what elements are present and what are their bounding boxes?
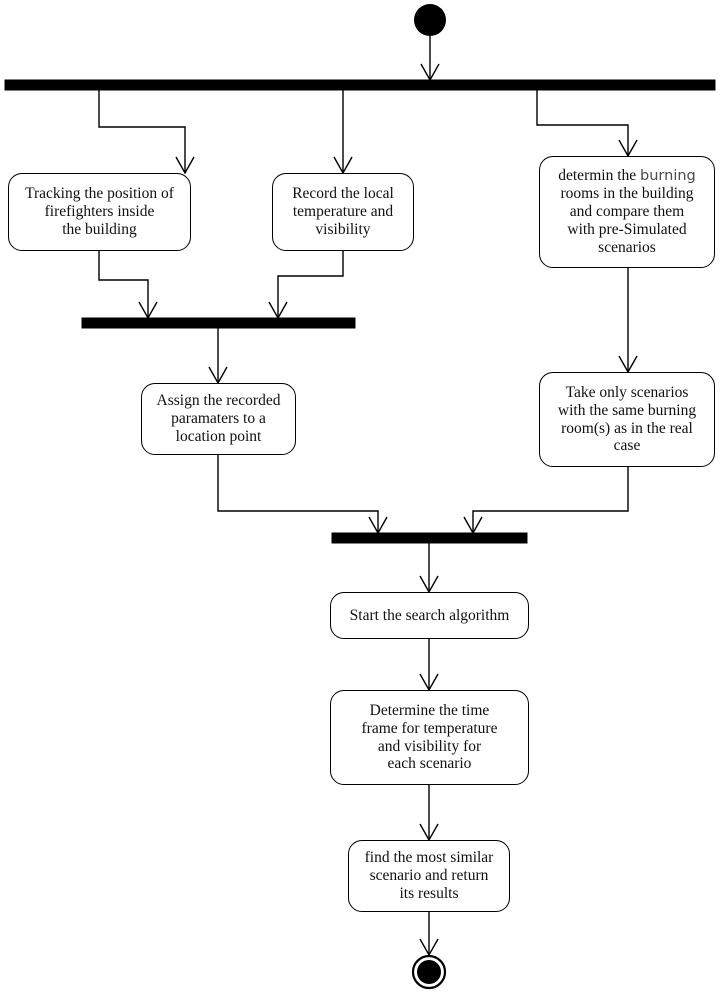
activity-take-scenarios[interactable]: Take only scenarios with the same burnin…	[539, 372, 715, 467]
join-bar-center	[331, 532, 528, 544]
edge-take-scenarios-to-join-center	[472, 467, 629, 533]
initial-node	[414, 4, 446, 36]
edge-fork-to-determine-burning	[536, 90, 629, 156]
activity-start-search-algorithm[interactable]: Start the search algorithm	[330, 592, 529, 639]
final-node	[417, 960, 441, 984]
edge-assign-to-join-center	[217, 455, 379, 533]
determine-burning-part-1: determin the	[558, 167, 641, 185]
activity-tracking-position[interactable]: Tracking the position of firefighters in…	[8, 173, 191, 251]
activity-assign-parameters-label: Assign the recorded paramaters to a loca…	[156, 392, 281, 445]
determine-burning-part-2-burning: burning	[640, 168, 696, 185]
edge-fork-to-track-position	[98, 90, 186, 173]
activity-determine-burning-rooms-label: determin the burning rooms in the buildi…	[558, 167, 696, 257]
activity-start-search-algorithm-label: Start the search algorithm	[349, 606, 510, 624]
activity-determine-time-frame-label: Determine the time frame for temperature…	[361, 701, 498, 773]
edge-record-local-to-join-left	[277, 251, 344, 318]
join-bar-left	[81, 317, 356, 329]
activity-find-most-similar[interactable]: find the most similar scenario and retur…	[348, 840, 510, 912]
edge-track-position-to-join-left	[98, 251, 149, 318]
activity-take-scenarios-label: Take only scenarios with the same burnin…	[557, 383, 697, 455]
activity-determine-burning-rooms[interactable]: determin the burning rooms in the buildi…	[539, 156, 715, 268]
determine-burning-part-3: rooms in the building and compare them w…	[560, 185, 694, 256]
activity-find-most-similar-label: find the most similar scenario and retur…	[364, 849, 494, 902]
activity-record-local[interactable]: Record the local temperature and visibil…	[272, 173, 414, 251]
activity-determine-time-frame[interactable]: Determine the time frame for temperature…	[330, 690, 529, 785]
activity-record-local-label: Record the local temperature and visibil…	[292, 185, 394, 238]
edge-fork-to-track-position-arrowhead	[175, 156, 195, 175]
activity-assign-parameters[interactable]: Assign the recorded paramaters to a loca…	[141, 383, 296, 455]
fork-bar-top	[4, 79, 716, 91]
activity-tracking-position-label: Tracking the position of firefighters in…	[25, 185, 174, 238]
